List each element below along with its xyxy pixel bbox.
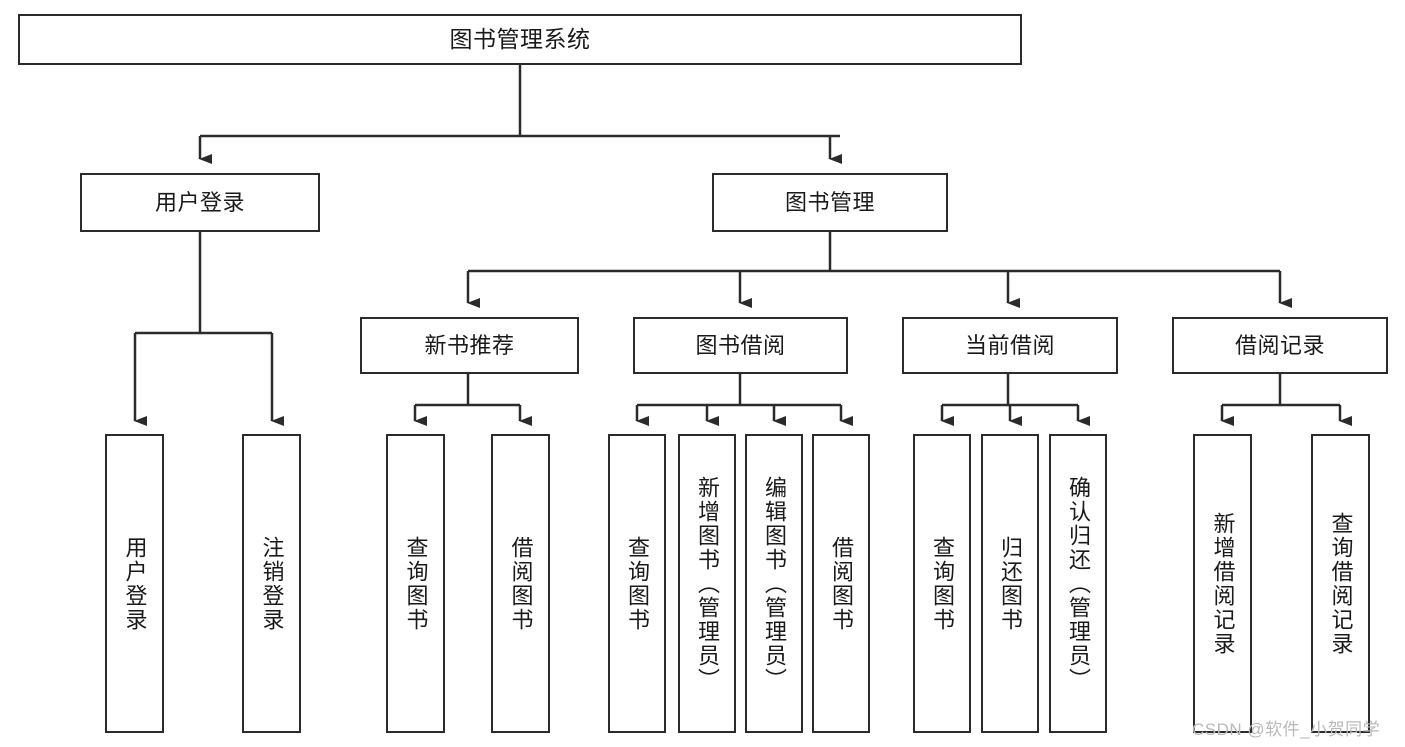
node-book-management[interactable]: 图书管理 [712, 173, 948, 232]
node-label: 用户登录 [154, 189, 245, 215]
leaf-confirm-return-admin[interactable]: 确认归还（管理员） [1049, 434, 1107, 733]
node-label: 用户登录 [122, 535, 148, 632]
node-current-borrow[interactable]: 当前借阅 [902, 317, 1118, 374]
node-label: 查询图书 [929, 535, 955, 632]
leaf-user-login[interactable]: 用户登录 [105, 434, 164, 733]
node-label: 注销登录 [259, 535, 285, 632]
node-label: 图书管理 [784, 189, 875, 215]
node-label: 借阅图书 [508, 535, 534, 632]
node-label: 当前借阅 [964, 332, 1055, 358]
leaf-query-borrow-record[interactable]: 查询借阅记录 [1311, 434, 1370, 733]
node-label: 新增借阅记录 [1210, 511, 1236, 656]
node-label: 确认归还（管理员） [1065, 475, 1091, 692]
leaf-query-book-borrow[interactable]: 查询图书 [608, 434, 666, 733]
node-label: 查询图书 [624, 535, 650, 632]
node-label: 新书推荐 [424, 332, 515, 358]
node-label: 图书借阅 [695, 332, 786, 358]
leaf-query-book-recommend[interactable]: 查询图书 [386, 434, 445, 733]
node-label: 查询借阅记录 [1328, 511, 1354, 656]
leaf-borrow-book[interactable]: 借阅图书 [812, 434, 870, 733]
node-book-borrow[interactable]: 图书借阅 [633, 317, 848, 374]
node-label: 借阅图书 [828, 535, 854, 632]
node-label: 新增图书（管理员） [694, 475, 720, 692]
node-root-book-management-system[interactable]: 图书管理系统 [18, 14, 1022, 65]
leaf-logout[interactable]: 注销登录 [242, 434, 301, 733]
node-borrow-records[interactable]: 借阅记录 [1172, 317, 1388, 374]
node-label: 查询图书 [403, 535, 429, 632]
leaf-add-book-admin[interactable]: 新增图书（管理员） [678, 434, 736, 733]
leaf-add-borrow-record[interactable]: 新增借阅记录 [1193, 434, 1252, 733]
node-new-book-recommend[interactable]: 新书推荐 [360, 317, 579, 374]
leaf-return-book[interactable]: 归还图书 [981, 434, 1039, 733]
node-label: 图书管理系统 [449, 25, 591, 52]
leaf-borrow-book-recommend[interactable]: 借阅图书 [491, 434, 550, 733]
node-label: 借阅记录 [1234, 332, 1325, 358]
watermark-csdn: CSDN @软件_小贺同学 [1192, 720, 1381, 739]
node-user-login[interactable]: 用户登录 [80, 173, 320, 232]
node-label: 编辑图书（管理员） [761, 475, 787, 692]
leaf-query-book-current[interactable]: 查询图书 [913, 434, 971, 733]
leaf-edit-book-admin[interactable]: 编辑图书（管理员） [745, 434, 803, 733]
node-label: 归还图书 [997, 535, 1023, 632]
